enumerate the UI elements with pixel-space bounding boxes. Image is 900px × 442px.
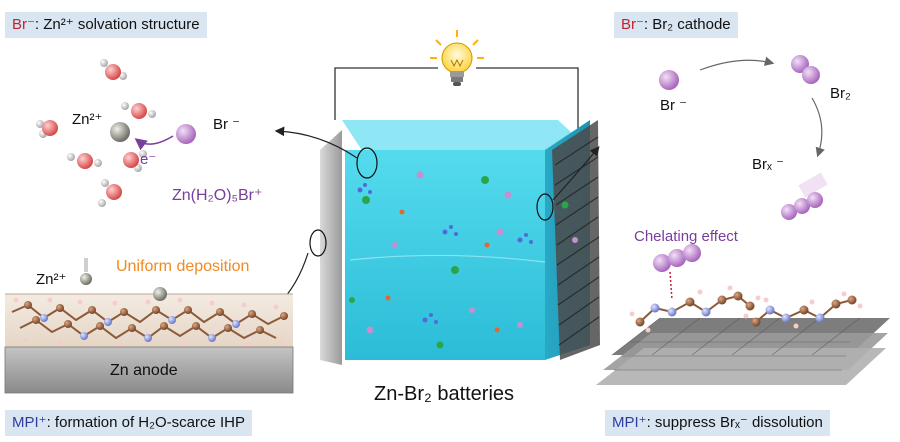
panel-title: : formation of H₂O-scarce IHP	[46, 414, 245, 431]
battery-caption: Zn-Br₂ batteries	[374, 383, 515, 405]
anode-label: Zn anode	[110, 362, 178, 379]
chelating-interface	[596, 244, 890, 385]
brx-molecule	[781, 172, 828, 220]
panel-title: : suppress Brₓ⁻ dissolution	[646, 414, 823, 431]
water-molecule	[67, 153, 102, 169]
label-box-solvation: Br⁻: Zn²⁺ solvation structure	[5, 12, 207, 38]
br-ion	[176, 124, 196, 144]
zn-plate	[320, 130, 342, 365]
zn-ion-label: Zn²⁺	[72, 111, 103, 128]
battery-cell	[309, 120, 600, 365]
cation-label: MPI⁺	[612, 414, 647, 431]
cathode-reaction	[659, 55, 828, 220]
water-molecule	[36, 120, 58, 138]
mpi-molecules	[629, 285, 863, 333]
label-box-cathode: Br⁻: Br₂ cathode	[614, 12, 738, 38]
ion-label: Br⁻	[621, 16, 644, 33]
water-molecule	[123, 150, 147, 172]
graphene-layers	[596, 317, 890, 385]
water-molecule	[98, 179, 122, 207]
electron-transfer-arrow	[134, 135, 174, 151]
brx-label: Brₓ ⁻	[752, 156, 785, 173]
water-molecule	[100, 59, 127, 80]
electron-label: e⁻	[140, 151, 157, 168]
arrow-to-cathode	[552, 146, 600, 201]
br-ion-label: Br ⁻	[213, 116, 241, 133]
oxidation-arrow	[699, 56, 775, 71]
polybromide-arrow	[811, 97, 825, 158]
electrolyte-species	[349, 171, 578, 349]
chelating-bond	[669, 271, 673, 301]
zn-ion	[153, 287, 167, 301]
complex-label: Zn(H₂O)₅Br⁺	[172, 187, 263, 204]
br-ion-label: Br ⁻	[660, 97, 688, 114]
zn-ion	[80, 273, 92, 285]
ion-label: Br⁻	[12, 16, 35, 33]
chelating-label: Chelating effect	[634, 228, 738, 245]
zn-ion-label: Zn²⁺	[36, 271, 67, 288]
label-box-dissolution: MPI⁺: suppress Brₓ⁻ dissolution	[605, 410, 830, 436]
light-bulb-icon	[430, 30, 484, 86]
zn-ion	[110, 122, 130, 142]
br2-label: Br₂	[830, 85, 851, 102]
label-box-ihp: MPI⁺: formation of H₂O-scarce IHP	[5, 410, 252, 436]
anode-interface	[4, 258, 294, 394]
cation-label: MPI⁺	[12, 414, 47, 431]
chelated-brx	[653, 244, 701, 272]
arrow-to-solvation	[274, 126, 358, 159]
zn-anode	[4, 346, 294, 394]
water-molecule	[121, 102, 156, 119]
zoom-circle-cathode	[536, 193, 554, 221]
zoom-circle-electrolyte	[356, 147, 378, 179]
solvation-structure	[36, 59, 196, 207]
br-ion	[659, 70, 679, 90]
panel-title: : Zn²⁺ solvation structure	[34, 16, 200, 33]
deposition-label: Uniform deposition	[116, 258, 250, 275]
zoom-circle-anode	[309, 229, 327, 257]
panel-title: : Br₂ cathode	[643, 16, 731, 33]
external-circuit	[334, 67, 579, 130]
mpi-molecule-layer	[11, 297, 288, 347]
br2-molecule	[791, 55, 820, 84]
